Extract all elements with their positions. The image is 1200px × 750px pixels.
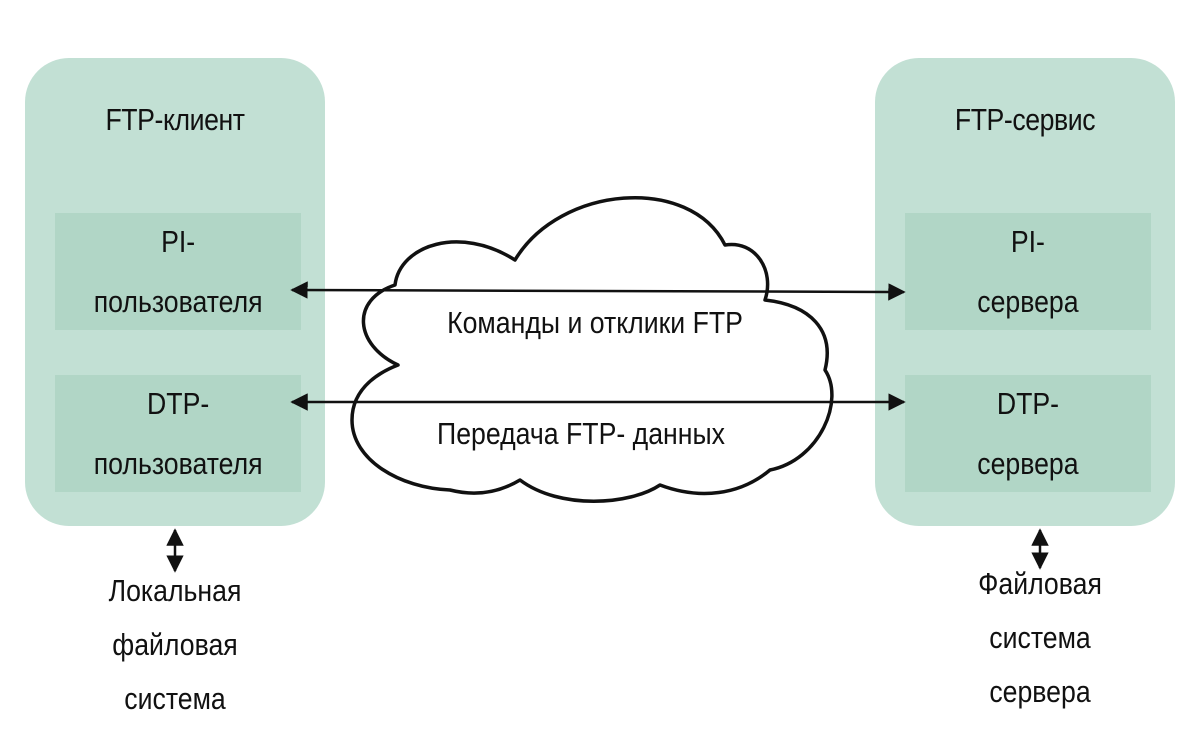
ftp-server-panel: FTP-сервис PI- сервера DTP- сервера <box>875 58 1175 526</box>
server-dtp-label: DTP- сервера <box>977 385 1079 481</box>
server-pi-label: PI- сервера <box>977 223 1079 319</box>
user-dtp-box: DTP- пользователя <box>55 375 301 492</box>
user-pi-label: PI- пользователя <box>93 223 263 319</box>
user-pi-box: PI- пользователя <box>55 213 301 330</box>
ftp-server-title: FTP-сервис <box>954 102 1096 137</box>
ftp-client-panel: FTP-клиент PI- пользователя DTP- пользов… <box>25 58 325 526</box>
server-pi-box: PI- сервера <box>905 213 1151 330</box>
user-dtp-label: DTP- пользователя <box>93 385 263 481</box>
server-filesystem-label: Файловая система сервера <box>978 566 1102 709</box>
control-connection-arrow <box>290 281 906 301</box>
server-dtp-box: DTP- сервера <box>905 375 1151 492</box>
network-cloud-shape <box>350 196 834 503</box>
commands-replies-label: Команды и отклики FTP <box>447 305 743 340</box>
local-filesystem-label: Локальная файловая система <box>108 573 242 716</box>
data-transfer-label: Передача FTP- данных <box>437 416 725 451</box>
ftp-client-title: FTP-клиент <box>105 102 245 137</box>
